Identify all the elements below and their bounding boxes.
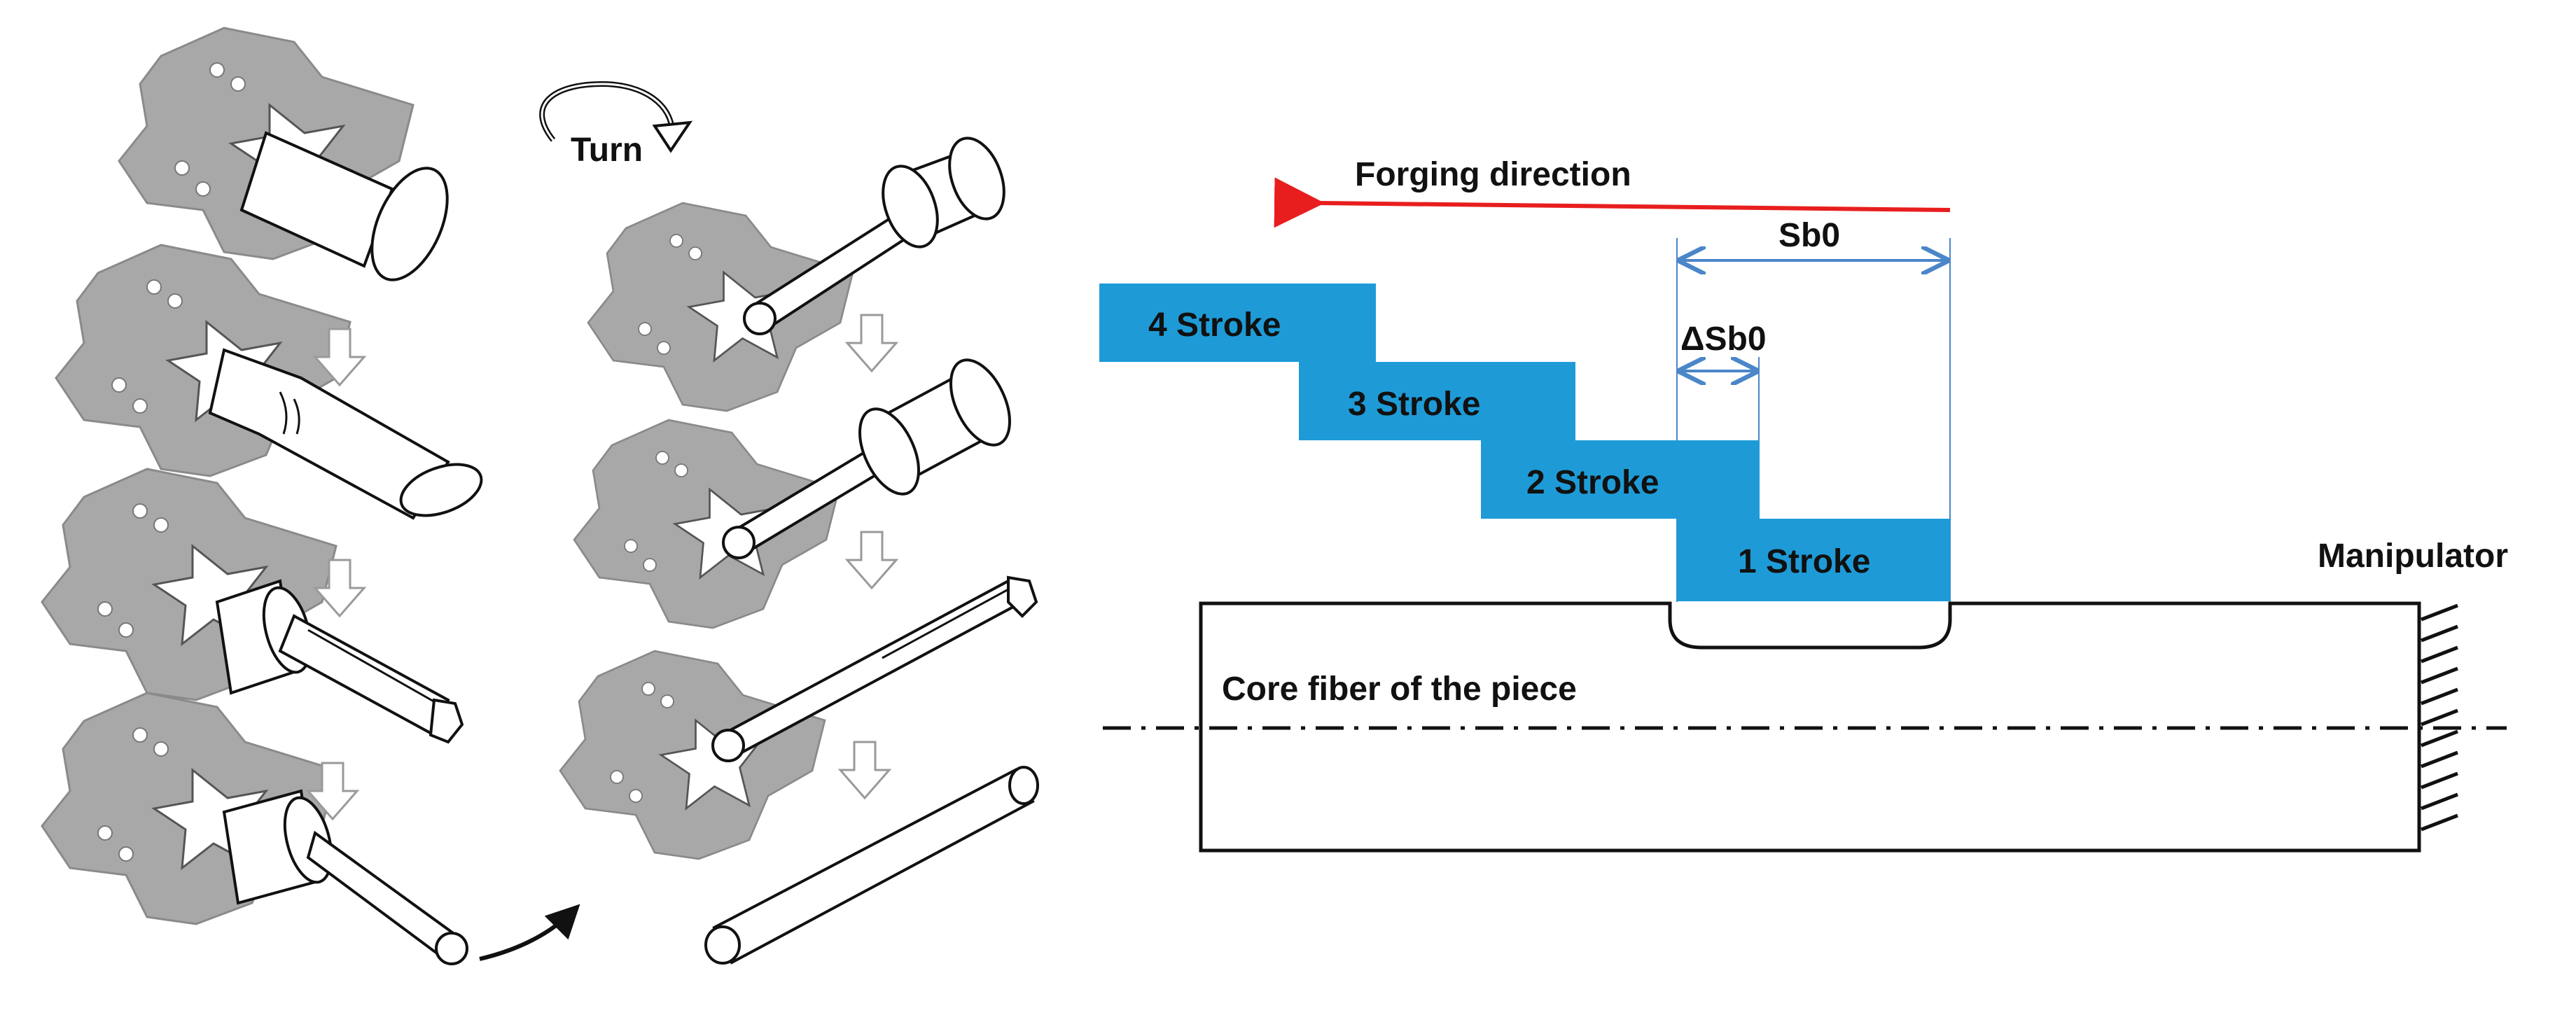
sb0-label: Sb0 (1778, 217, 1840, 254)
down-arrow-icon (846, 531, 898, 589)
billet-step-4 (222, 789, 468, 965)
stroke-block-4 (1099, 284, 1376, 362)
left-column-2 (559, 136, 1039, 965)
left-column-1 (41, 27, 580, 965)
manipulator-label: Manipulator (2318, 538, 2508, 575)
delta-sb0-label: ΔSb0 (1680, 321, 1767, 358)
billet-step-2 (208, 348, 483, 520)
billet-step-1 (239, 131, 449, 281)
core-fiber-label: Core fiber of the piece (1222, 671, 1577, 708)
billet-step-3 (215, 579, 464, 744)
right-panel-stroke-diagram: Forging direction Sb0 ΔSb0 4 Stroke 3 St… (1099, 156, 2508, 853)
stroke-block-1 (1677, 519, 1950, 601)
stroke-label-2: 2 Stroke (1526, 464, 1659, 501)
billet-step-7 (711, 575, 1038, 762)
curved-arrow-icon (479, 904, 580, 961)
stroke-block-3 (1299, 362, 1575, 440)
billet-step-8 (704, 766, 1039, 965)
stroke-label-3: 3 Stroke (1348, 386, 1480, 423)
forging-die-icon (587, 202, 854, 412)
stroke-label-4: 4 Stroke (1148, 307, 1281, 344)
forging-direction-label: Forging direction (1355, 156, 1631, 193)
stroke-label-1: 1 Stroke (1738, 543, 1870, 580)
billet-step-5 (743, 136, 1005, 335)
forging-direction-arrow (1274, 177, 1951, 228)
turn-arrow-icon (539, 80, 693, 153)
down-arrow-icon (839, 741, 891, 799)
turn-label: Turn (571, 132, 643, 169)
manipulator-hatch-icon (2417, 603, 2458, 850)
forging-die-icon (559, 650, 826, 860)
workpiece-outline (1199, 601, 2421, 853)
billet-step-6 (722, 358, 1011, 559)
forging-die-icon (573, 419, 840, 629)
down-arrow-icon (846, 314, 898, 372)
